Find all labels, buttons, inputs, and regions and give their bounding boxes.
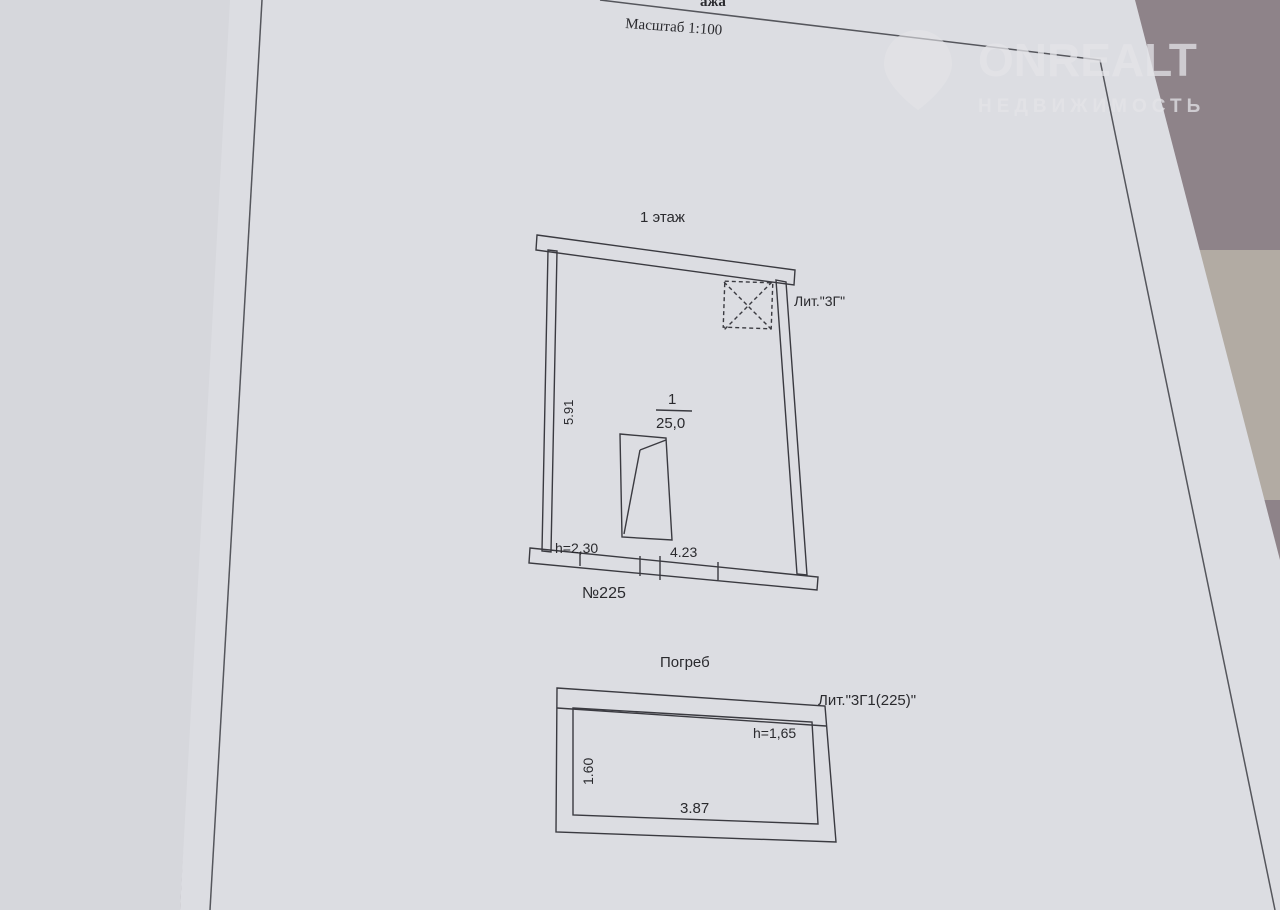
floor1-bottom-width: 4.23 <box>670 544 697 560</box>
cellar-title: Погреб <box>660 654 710 671</box>
cellar-side: 1.60 <box>580 758 596 785</box>
cellar-liter: Лит."3Г1(225)" <box>818 692 916 709</box>
cellar-height: h=1,65 <box>753 725 796 741</box>
watermark-tagline: НЕДВИЖИМОСТЬ <box>978 96 1205 117</box>
frame-line-right <box>599 0 1276 910</box>
watermark-logo: ONREALT НЕДВИЖИМОСТЬ <box>884 30 1205 117</box>
floor1-number: №225 <box>582 585 626 602</box>
scale-label: Масштаб 1:100 <box>625 16 723 39</box>
floor1-plan <box>528 234 819 591</box>
floor1-side-length: 5.91 <box>561 400 576 425</box>
cellar-length: 3.87 <box>680 800 709 817</box>
floor1-liter: Лит."3Г" <box>794 293 845 309</box>
floor1-title: 1 этаж <box>640 209 685 226</box>
cellar-plan <box>555 687 837 843</box>
main-page <box>180 0 1280 910</box>
floor1-height: h=2,30 <box>555 540 598 556</box>
header-title-fragment: ажа <box>700 0 726 10</box>
location-pin-icon <box>884 30 952 110</box>
watermark-brand: ONREALT <box>978 34 1197 86</box>
left-page <box>0 0 235 910</box>
room-area: 25,0 <box>656 415 685 432</box>
room-number: 1 <box>668 391 676 408</box>
frame-line-left <box>209 0 263 910</box>
